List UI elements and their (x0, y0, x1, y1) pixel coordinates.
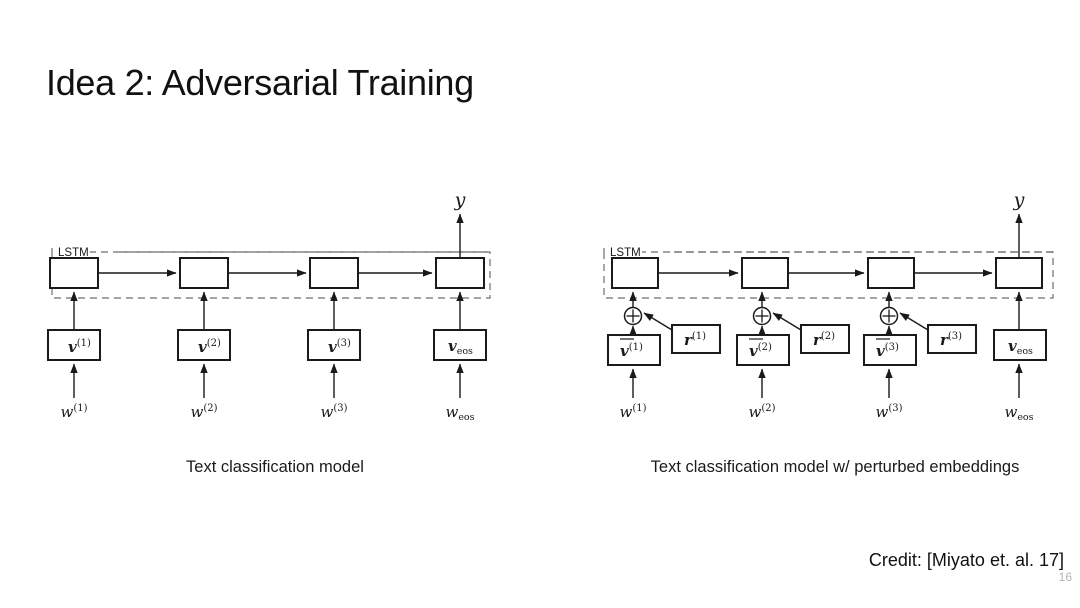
diagram-perturbed-model: LSTM y (590, 180, 1080, 500)
perturbed-embedding-box-1 (607, 334, 661, 366)
eos-column-right: veos weos (993, 291, 1047, 423)
plain-model-svg: LSTM y v(1) (47, 189, 491, 423)
diagram-caption-left: Text classification model (186, 458, 364, 476)
word-label-2: w(2) (190, 403, 217, 421)
lstm-cells-right (611, 257, 1043, 289)
word-label-1: w(1) (60, 403, 87, 421)
perturbed-column-3: v(3) r(3) w(3) (863, 291, 977, 421)
perturbation-box-1 (671, 324, 721, 354)
word-label-2: w(2) (748, 403, 775, 421)
word-label-4: weos (1004, 403, 1033, 423)
embedding-column-3: v(3) w(3) (307, 291, 361, 421)
credit-line: Credit: [Miyato et. al. 17] (868, 550, 1064, 570)
embedding-column-4: veos weos (433, 291, 487, 423)
word-label-3: w(3) (875, 403, 902, 421)
embedding-column-2: v(2) w(2) (177, 291, 231, 421)
lstm-cell-3 (309, 257, 359, 289)
page-number: 16 (1058, 570, 1072, 584)
output-arrow-left: y (454, 189, 466, 258)
page-title: Idea 2: Adversarial Training (46, 62, 474, 103)
output-label-left: y (454, 189, 466, 211)
output-label-right: y (1013, 189, 1025, 211)
lstm-cell-1 (611, 257, 659, 289)
perturbation-box-3 (927, 324, 977, 354)
lstm-cells-left (49, 257, 485, 289)
lstm-label-right: LSTM (610, 247, 641, 259)
perturbed-column-1: v(1) r(1) w(1) (607, 291, 721, 421)
diagram-plain-model: LSTM y v(1) (30, 180, 520, 500)
perturbed-column-2: v(2) r(2) w(2) (736, 291, 850, 421)
lstm-cell-4 (435, 257, 485, 289)
output-arrow-right: y (1013, 189, 1025, 258)
word-label-4: weos (445, 403, 474, 423)
embedding-box-4 (993, 329, 1047, 361)
lstm-cell-3 (867, 257, 915, 289)
perturbed-embedding-box-2 (736, 334, 790, 366)
lstm-label-left: LSTM (58, 247, 89, 259)
lstm-cell-1 (49, 257, 99, 289)
word-label-3: w(3) (320, 403, 347, 421)
embedding-column-1: v(1) w(1) (47, 291, 101, 421)
lstm-cell-2 (741, 257, 789, 289)
lstm-container-right: LSTM (603, 247, 1054, 299)
diagram-caption-right: Text classification model w/ perturbed e… (650, 458, 1020, 476)
perturbed-model-svg: LSTM y (603, 189, 1054, 423)
word-label-1: w(1) (619, 403, 646, 421)
lstm-cell-4 (995, 257, 1043, 289)
perturbation-box-2 (800, 324, 850, 354)
embedding-box-3 (307, 329, 361, 361)
lstm-cell-2 (179, 257, 229, 289)
embedding-box-4 (433, 329, 487, 361)
